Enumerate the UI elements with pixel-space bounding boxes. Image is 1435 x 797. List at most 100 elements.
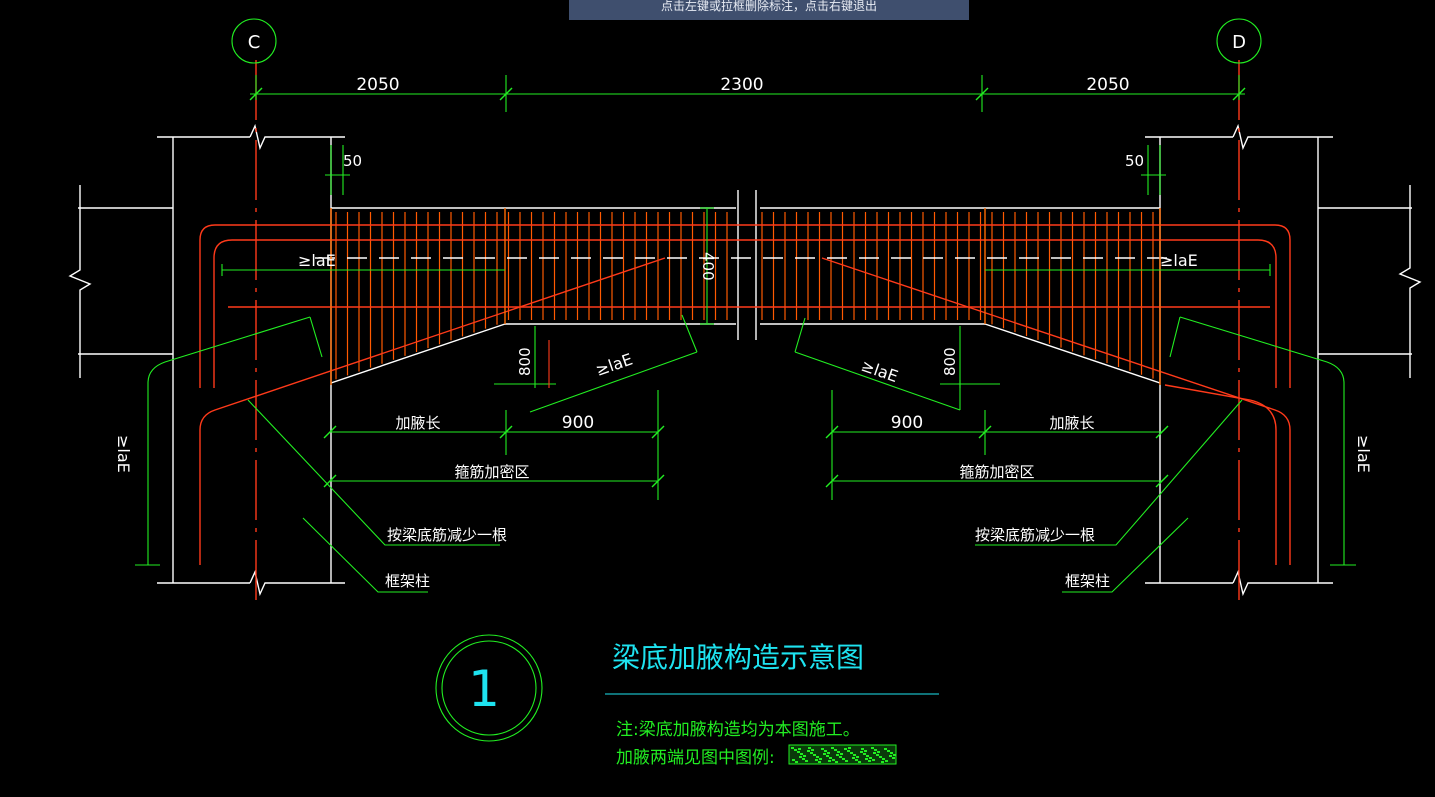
legend-dot bbox=[893, 754, 896, 756]
legend-dot bbox=[823, 753, 826, 755]
note-line-1: 注:梁底加腋构造均为本图施工。 bbox=[616, 720, 860, 740]
dim-900-right: 900 bbox=[891, 413, 923, 433]
legend-dot bbox=[831, 747, 834, 749]
legend-dot bbox=[885, 760, 888, 762]
legend-dot bbox=[834, 749, 837, 751]
hint-banner: 点击左键或拉框删除标注，点击右键退出 bbox=[569, 0, 969, 20]
legend-dot bbox=[844, 748, 847, 750]
legend-dot bbox=[863, 753, 866, 755]
legend-dot bbox=[819, 758, 822, 760]
legend-dot bbox=[858, 761, 861, 763]
dim-400: 400 bbox=[699, 252, 717, 281]
dim-800-right: 800 bbox=[941, 347, 959, 376]
dim-50-left: 50 bbox=[343, 152, 362, 170]
legend-dot bbox=[829, 757, 832, 759]
legend-dot bbox=[813, 754, 816, 756]
legend-dot bbox=[791, 747, 794, 749]
legend-dot bbox=[890, 752, 893, 754]
legend-dot bbox=[877, 751, 880, 753]
stirrup-zone-left: 箍筋加密区 bbox=[454, 463, 529, 481]
legend-dot bbox=[802, 758, 805, 760]
reduce-bar-label-right: 按梁底筋减少一根 bbox=[975, 526, 1095, 544]
legend-dot bbox=[868, 760, 871, 762]
dim-800-left: 800 bbox=[516, 347, 534, 376]
legend-dot bbox=[861, 748, 864, 750]
legend-dot bbox=[815, 759, 818, 761]
legend-dot bbox=[887, 750, 890, 752]
note-line-2: 加腋两端见图中图例: bbox=[616, 748, 775, 768]
legend-dot bbox=[807, 750, 810, 752]
laE-vertical-right: ≥laE bbox=[1354, 435, 1373, 473]
laE-right: ≥laE bbox=[1160, 251, 1198, 270]
legend-dot bbox=[871, 747, 874, 749]
legend-dot bbox=[803, 755, 806, 757]
legend-dot bbox=[805, 760, 808, 762]
legend-dot bbox=[840, 753, 843, 755]
column-label-right: 框架柱 bbox=[1065, 572, 1110, 590]
legend-dot bbox=[792, 759, 795, 761]
stirrup-zone-right: 箍筋加密区 bbox=[959, 463, 1034, 481]
legend-dot bbox=[839, 756, 842, 758]
haunch-length-right: 加腋长 bbox=[1049, 414, 1094, 432]
legend-hatch-sample bbox=[788, 744, 897, 765]
structure-outline bbox=[68, 123, 1422, 597]
laE-left: ≥laE bbox=[298, 251, 336, 270]
legend-dot bbox=[872, 759, 875, 761]
legend-dot bbox=[824, 750, 827, 752]
legend-dot bbox=[826, 755, 829, 757]
annotations: C D 2050 2300 2050 50 50 400 ≥laE ≥laE 8… bbox=[114, 32, 1373, 590]
legend-dot bbox=[876, 754, 879, 756]
legend-dot bbox=[821, 748, 824, 750]
legend-dot bbox=[832, 759, 835, 761]
detail-number: 1 bbox=[468, 660, 500, 718]
legend-dot bbox=[837, 751, 840, 753]
legend-dot bbox=[879, 756, 882, 758]
legend-dot bbox=[856, 756, 859, 758]
legend-dot bbox=[855, 759, 858, 761]
stirrup-hatching bbox=[335, 212, 1154, 380]
legend-dot bbox=[873, 752, 876, 754]
legend-dot bbox=[874, 749, 877, 751]
dim-2050-right: 2050 bbox=[1086, 75, 1129, 95]
legend-dot bbox=[794, 749, 797, 751]
rebar-lines bbox=[199, 60, 1291, 600]
legend-dot bbox=[889, 755, 892, 757]
legend-dot bbox=[836, 754, 839, 756]
legend-dot bbox=[869, 757, 872, 759]
legend-dot bbox=[818, 761, 821, 763]
reduce-bar-label-left: 按梁底筋减少一根 bbox=[387, 526, 507, 544]
dim-2300: 2300 bbox=[720, 75, 763, 95]
legend-dot bbox=[835, 761, 838, 763]
laE-inclined-left: ≥laE bbox=[593, 350, 635, 380]
haunch-length-left: 加腋长 bbox=[395, 414, 440, 432]
legend-dot bbox=[881, 761, 884, 763]
legend-dot bbox=[882, 758, 885, 760]
legend-dot bbox=[800, 753, 803, 755]
legend-dot bbox=[848, 747, 851, 749]
dim-900-left: 900 bbox=[562, 413, 594, 433]
legend-dot bbox=[827, 752, 830, 754]
legend-dot bbox=[816, 756, 819, 758]
legend-dot bbox=[852, 757, 855, 759]
dim-2050-left: 2050 bbox=[356, 75, 399, 95]
legend-dot bbox=[797, 751, 800, 753]
legend-dot bbox=[795, 761, 798, 763]
legend-dot bbox=[798, 748, 801, 750]
legend-dot bbox=[810, 752, 813, 754]
legend-dot bbox=[828, 760, 831, 762]
legend-dot bbox=[850, 752, 853, 754]
legend-dot bbox=[853, 754, 856, 756]
axis-label-c: C bbox=[248, 32, 261, 53]
legend-dot bbox=[811, 749, 814, 751]
dimension-lines bbox=[135, 18, 1356, 742]
drawing-title: 梁底加腋构造示意图 bbox=[612, 641, 864, 674]
legend-dot bbox=[860, 751, 863, 753]
laE-vertical-left: ≥laE bbox=[114, 435, 133, 473]
dim-50-right: 50 bbox=[1125, 152, 1144, 170]
legend-dot bbox=[799, 756, 802, 758]
legend-dot bbox=[842, 758, 845, 760]
legend-dot bbox=[866, 755, 869, 757]
dimension-ticks bbox=[249, 87, 1246, 488]
legend-dot bbox=[884, 748, 887, 750]
